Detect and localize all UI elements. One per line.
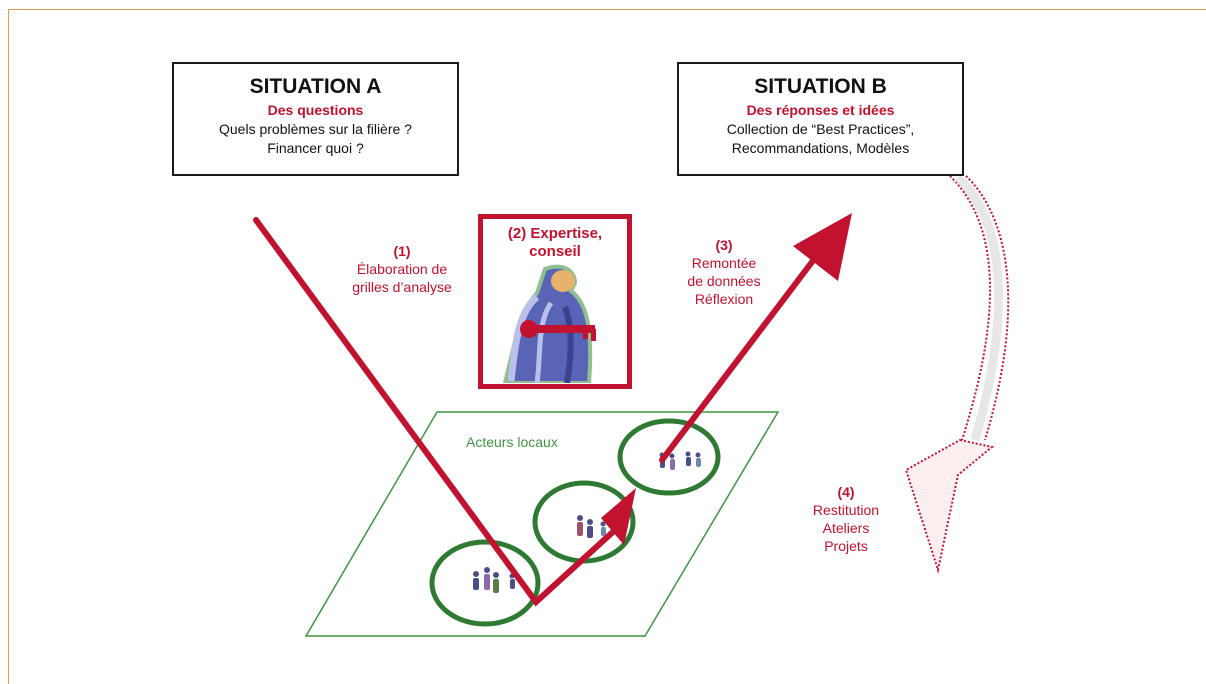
restitution-curved-arrow <box>904 175 1010 574</box>
situation-a-subtitle: Des questions <box>267 102 364 118</box>
situation-a-line1: Quels problèmes sur la filière ? <box>219 121 412 137</box>
step-1-line1: Élaboration de <box>356 261 448 277</box>
local-actors-plane <box>304 411 780 637</box>
step-1-number: (1) <box>393 243 411 259</box>
step-3-line2: de données <box>687 273 761 289</box>
arrowhead-circle-2 <box>601 488 636 545</box>
situation-b-line2: Recommandations, Modèles <box>731 140 910 156</box>
descent-line-arrow <box>253 217 618 607</box>
actors-circle-3 <box>617 418 721 496</box>
local-actors-label: Acteurs locaux <box>466 434 558 450</box>
frame-top-border <box>8 9 1206 10</box>
rise-line-arrow <box>659 255 818 463</box>
step-4-line2: Ateliers <box>822 520 870 536</box>
step-1-line2: grilles d’analyse <box>352 279 452 295</box>
expertise-title: (2) Expertise, conseil <box>483 225 627 261</box>
situation-a-box: SITUATION A Des questions Quels problème… <box>172 62 459 176</box>
step-4-label: (4) Restitution Ateliers Projets <box>786 483 906 555</box>
arrowhead-situation-b <box>793 213 852 281</box>
people-group-1 <box>473 567 515 593</box>
situation-b-box: SITUATION B Des réponses et idées Collec… <box>677 62 964 176</box>
expertise-title-line2: conseil <box>529 243 581 260</box>
step-3-line1: Remontée <box>691 255 757 271</box>
people-group-2 <box>577 515 606 538</box>
situation-b-line1: Collection de “Best Practices”, <box>726 121 915 137</box>
situation-b-title: SITUATION B <box>754 75 887 98</box>
expertise-box: (2) Expertise, conseil <box>478 214 632 389</box>
step-1-label: (1) Élaboration de grilles d’analyse <box>322 242 482 296</box>
frame-left-border <box>8 9 9 684</box>
situation-b-subtitle: Des réponses et idées <box>746 102 895 118</box>
actors-circle-1 <box>429 539 541 627</box>
step-3-line3: Réflexion <box>694 291 754 307</box>
step-4-line3: Projets <box>824 538 868 554</box>
situation-a-title: SITUATION A <box>249 75 382 98</box>
step-4-number: (4) <box>837 484 855 500</box>
expertise-title-line1: (2) Expertise, <box>507 225 603 242</box>
expert-key-figure-icon <box>502 264 596 383</box>
curved-arrow-shadow <box>954 174 1003 442</box>
step-3-label: (3) Remontée de données Réflexion <box>664 236 784 308</box>
situation-a-line2: Financer quoi ? <box>267 140 364 156</box>
step-4-line1: Restitution <box>812 502 880 518</box>
step-3-number: (3) <box>715 237 733 253</box>
